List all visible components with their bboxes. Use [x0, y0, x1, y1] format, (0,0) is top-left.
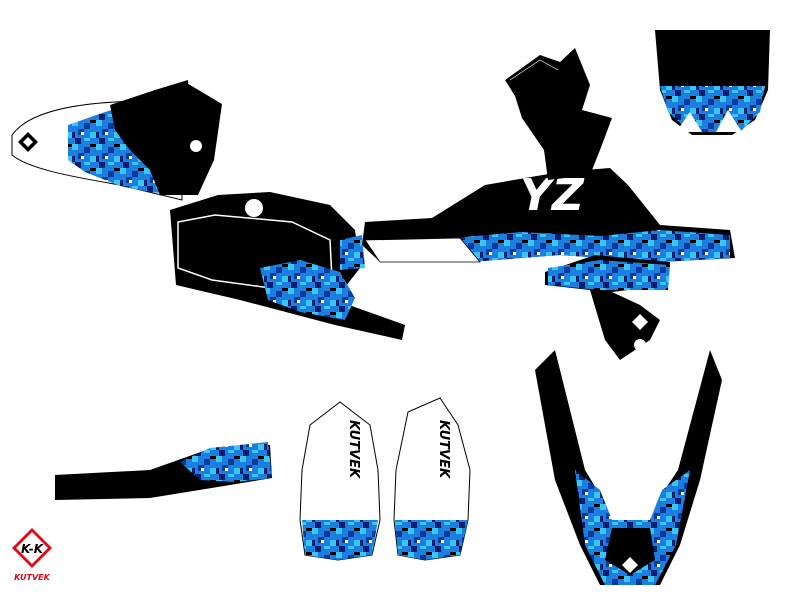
kutvek-logo-icon — [632, 314, 648, 330]
radiator-shroud: YZ — [362, 168, 735, 263]
brand-logo-letters: K-K — [21, 542, 45, 556]
brand-logo: K-K KUTVEK — [12, 528, 52, 582]
fork-guard-left: KUTVEK — [299, 401, 381, 561]
fork-guard-right: KUTVEK — [393, 397, 471, 561]
kutvek-logo-icon — [622, 557, 638, 573]
rear-fender — [11, 80, 222, 201]
front-fender — [535, 350, 722, 585]
fork-guard-text: KUTVEK — [346, 420, 361, 479]
swingarm-decal — [55, 442, 272, 500]
fork-guard-text: KUTVEK — [436, 420, 451, 479]
radiator-scoop — [545, 255, 670, 360]
tank-wing — [505, 48, 612, 180]
brand-logo-word: KUTVEK — [14, 573, 51, 582]
side-panel — [170, 192, 405, 340]
front-number-plate — [655, 30, 770, 135]
